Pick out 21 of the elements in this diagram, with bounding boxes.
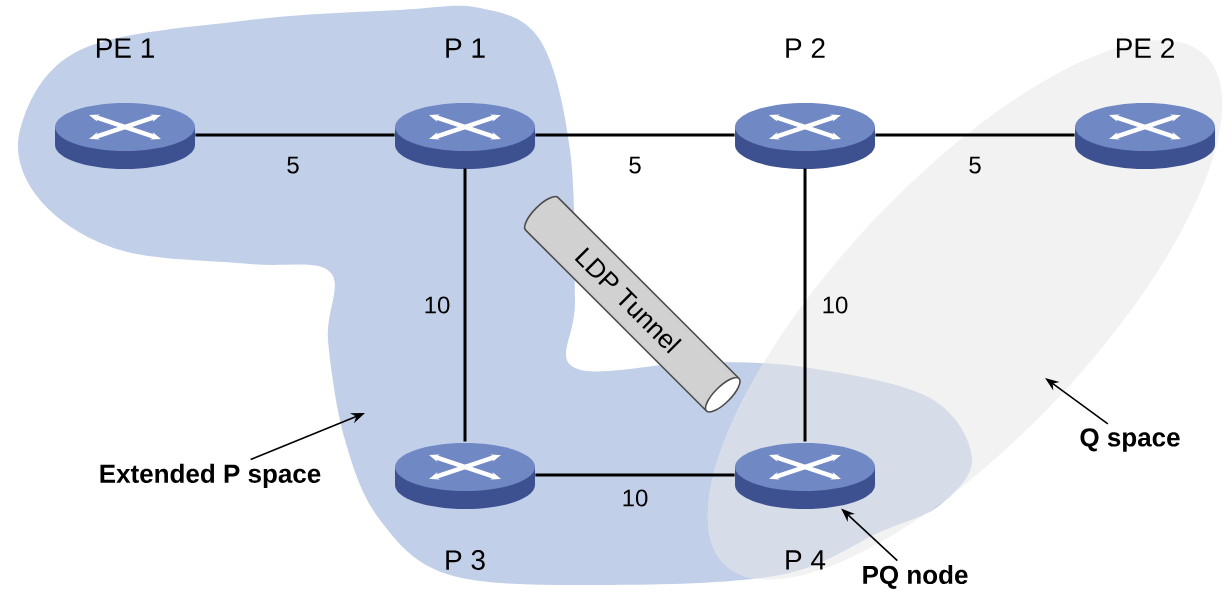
link-cost-label: 10 (425, 296, 450, 314)
annotation-label: Q space (1080, 428, 1180, 452)
link-cost-label: 5 (287, 156, 299, 174)
link-line (803, 168, 807, 442)
annotation-label: PQ node (863, 565, 968, 589)
router-label: P 3 (446, 550, 485, 570)
link-cost-label: 10 (823, 296, 848, 314)
link-line (195, 133, 395, 137)
router-label: P 4 (786, 550, 826, 570)
link-line (463, 168, 467, 442)
link-line (875, 133, 1075, 137)
router-label: PE 2 (1116, 38, 1174, 58)
link-line (535, 473, 735, 477)
link-cost-label: 10 (623, 489, 648, 507)
annotation-label: Extended P space (100, 463, 321, 489)
router-label: PE 1 (96, 38, 154, 58)
router-label: P 2 (786, 38, 825, 58)
link-cost-label: 5 (629, 156, 641, 174)
link-line (535, 133, 735, 137)
router-label: P 1 (446, 38, 485, 58)
link-cost-label: 5 (969, 156, 981, 174)
